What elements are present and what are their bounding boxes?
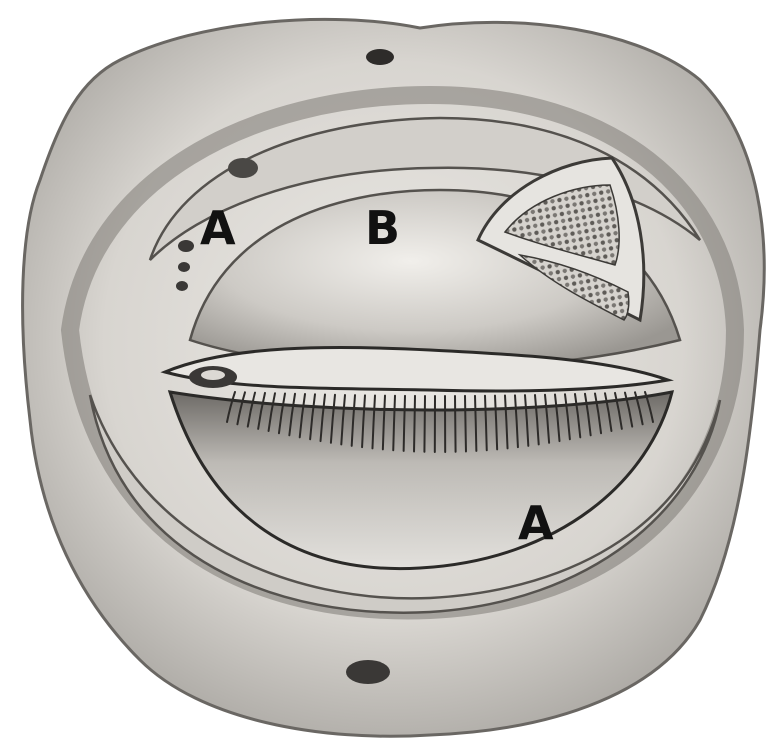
small-foramen-1 — [178, 240, 194, 252]
lacrimal-punctum-highlight — [201, 370, 225, 380]
eyelash — [424, 396, 425, 452]
upper-left-foramen — [228, 158, 258, 178]
infraorbital-foramen — [346, 660, 390, 684]
supraorbital-foramen — [366, 49, 394, 65]
eyelash — [475, 396, 476, 451]
small-foramen-2 — [178, 262, 190, 272]
eyelash — [465, 396, 466, 452]
label-b: B — [365, 205, 400, 251]
eyelash — [404, 396, 405, 451]
eyelash — [455, 396, 456, 452]
label-a-upper: A — [200, 205, 236, 251]
eyelash — [414, 396, 415, 452]
label-a-lower: A — [518, 500, 554, 546]
small-foramen-3 — [176, 281, 188, 291]
